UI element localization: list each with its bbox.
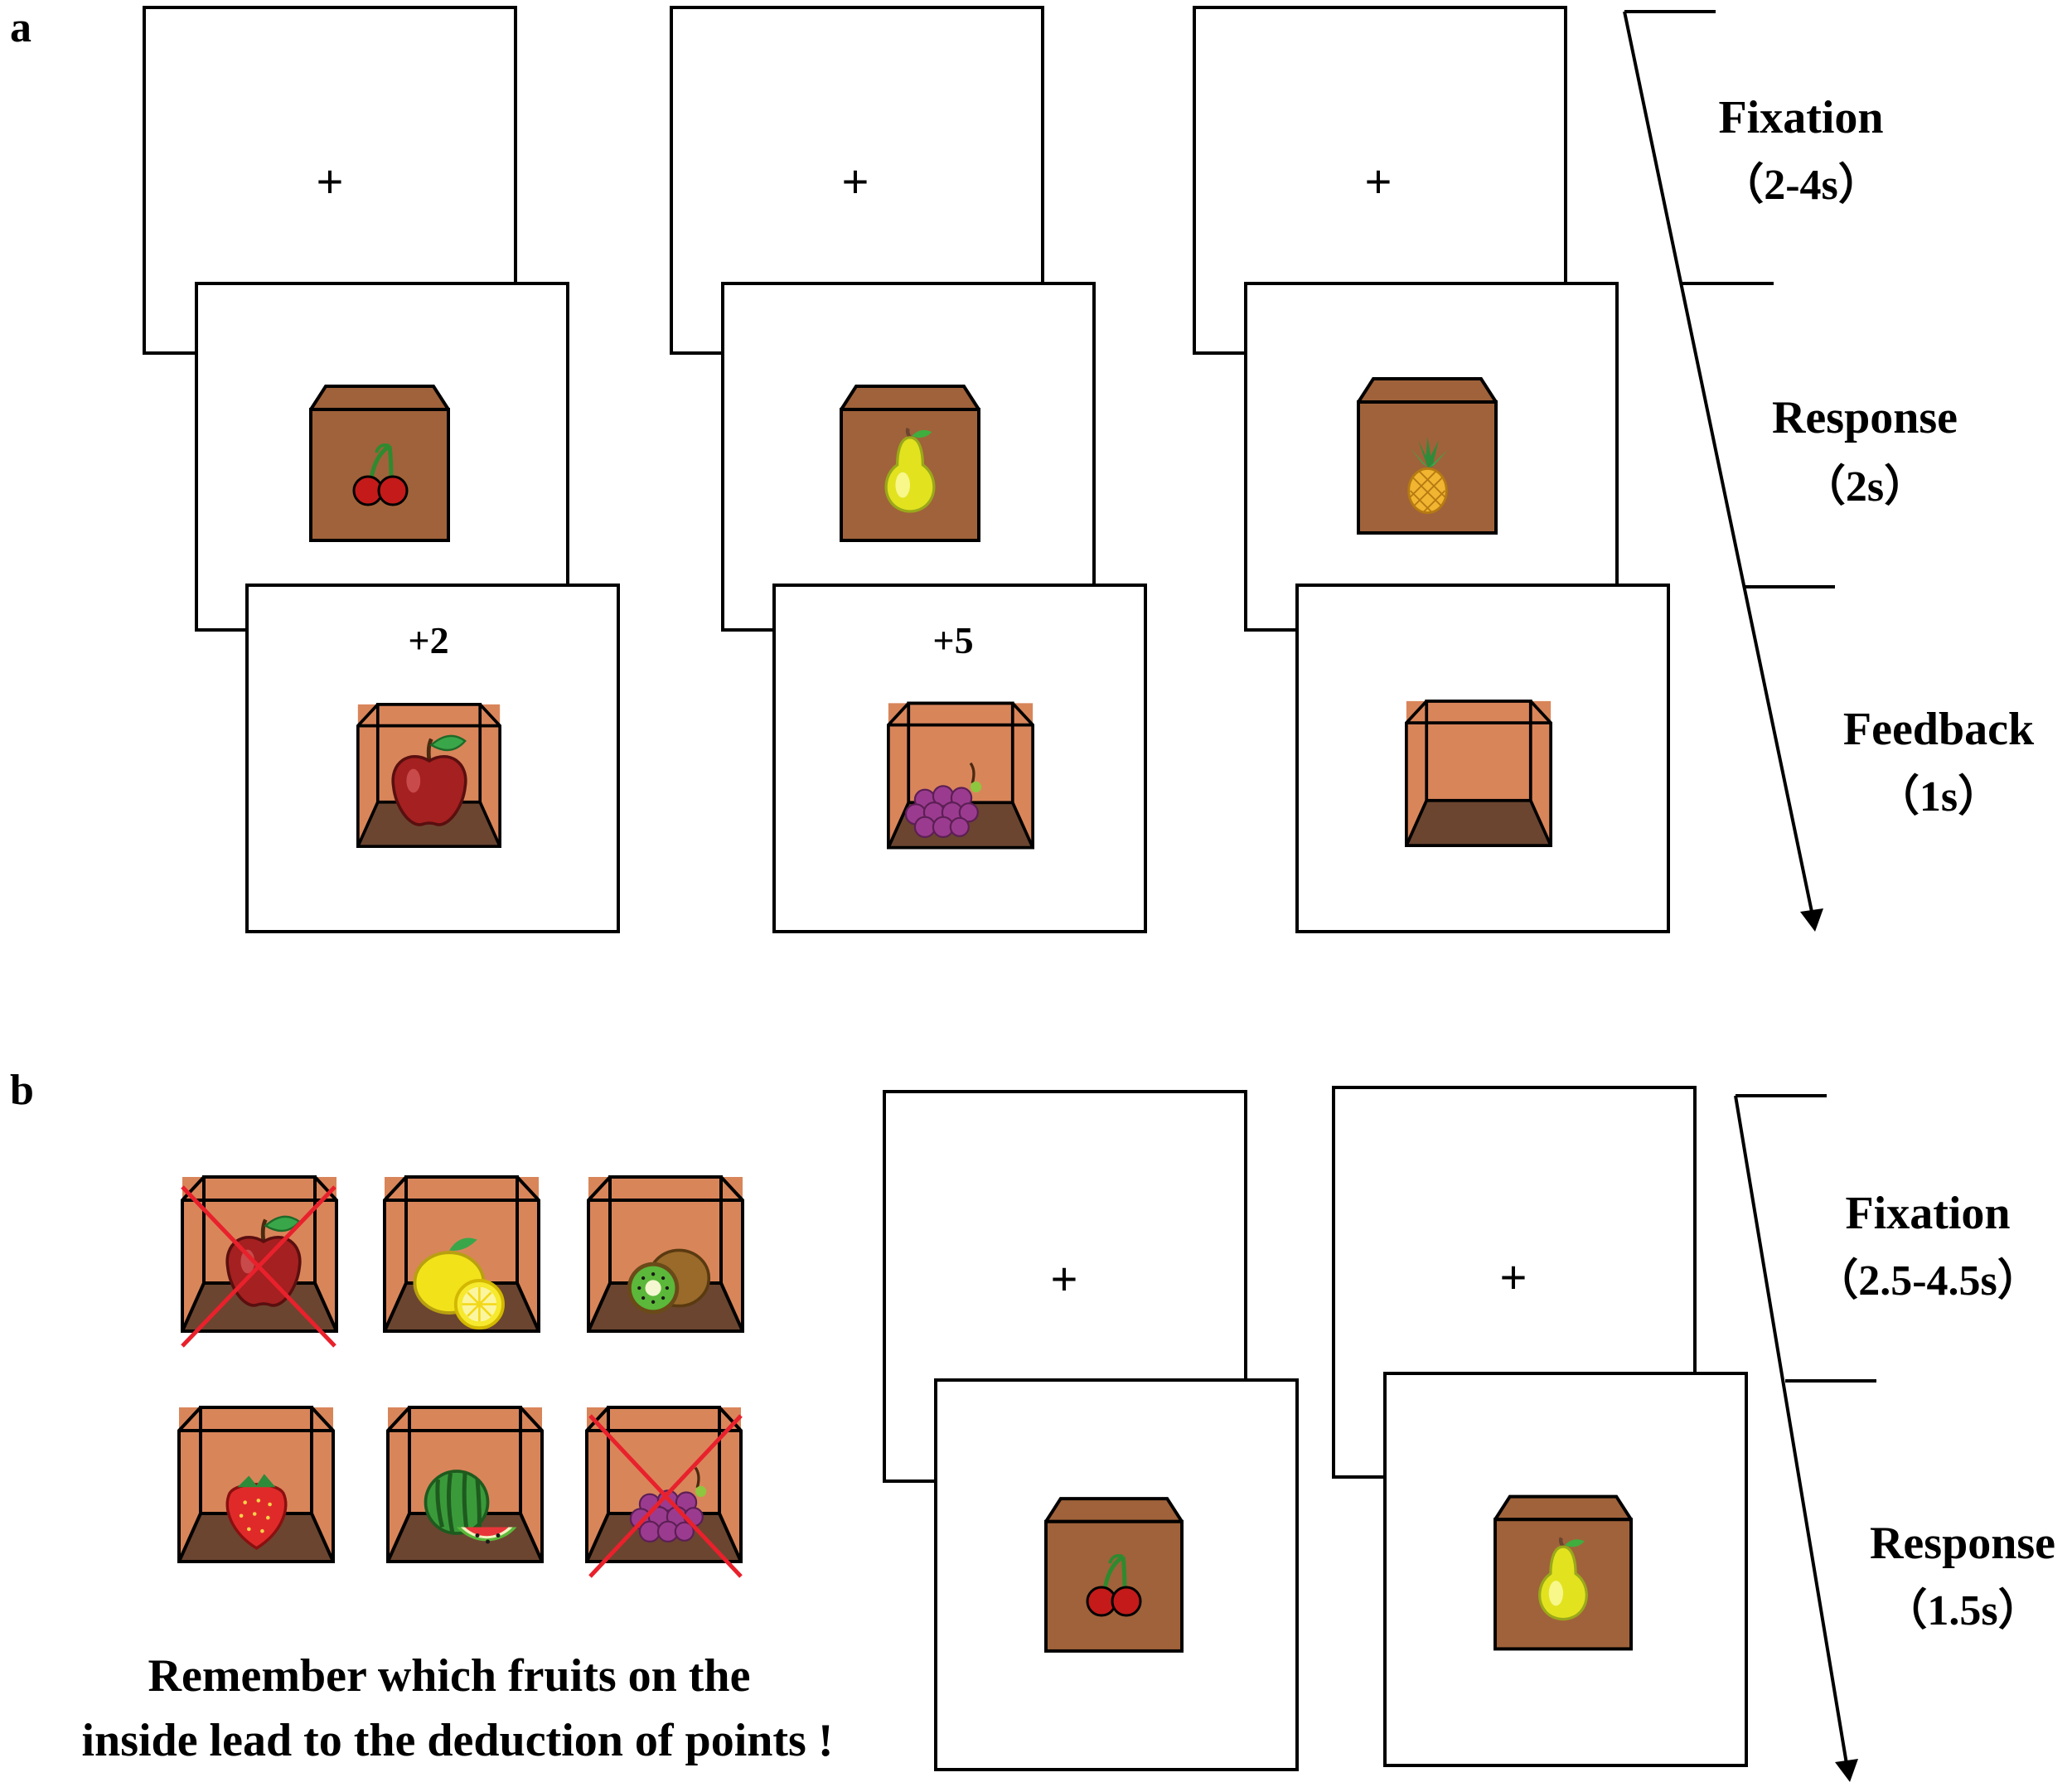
closed-box (309, 385, 450, 542)
phase-name: Response (1870, 1518, 2055, 1569)
phase-duration: （2-4s） (1721, 161, 1881, 209)
panel-a-timeline (1623, 10, 1835, 932)
grid-item-lemon (385, 1177, 539, 1331)
phase-duration: （1s） (1876, 772, 2001, 821)
phase-duration: （2s） (1803, 462, 1927, 511)
grid-item-watermelon (388, 1407, 542, 1562)
fixation-cross: + (1365, 155, 1392, 207)
timeline-arrow (1734, 1095, 1848, 1765)
arrow-head-icon (1835, 1759, 1858, 1782)
phase-name: Fixation (1718, 92, 1883, 143)
fixation-cross: + (1051, 1252, 1078, 1305)
fixation-cross: + (1500, 1251, 1527, 1303)
phase-name: Response (1772, 392, 1958, 443)
phase-name: Feedback (1843, 704, 2035, 755)
fixation-cross: + (317, 155, 344, 207)
grid-item-strawberry (179, 1407, 333, 1562)
grid-item-apple (181, 1177, 336, 1348)
instruction-line-2: inside lead to the deduction of points ! (82, 1715, 834, 1766)
phase-duration: （1.5s） (1884, 1586, 2041, 1634)
feedback-score: +5 (932, 619, 973, 661)
arrow-head-icon (1800, 908, 1823, 932)
panel-b-label: b (10, 1067, 34, 1114)
grid-item-grapes (587, 1407, 743, 1578)
cross-mark-icon (588, 1414, 743, 1578)
timeline-arrow (1623, 11, 1813, 913)
instruction-line-1: Remember which fruits on the (148, 1650, 751, 1702)
panel-b-trial-2: + (1332, 1086, 1748, 1767)
panel-a-trial-2: + +5 (670, 6, 1147, 933)
fixation-cross: + (842, 155, 869, 207)
closed-box (1044, 1497, 1184, 1653)
phase-name: Fixation (1845, 1188, 2010, 1239)
cross-mark-icon (181, 1185, 336, 1348)
panel-a-trial-3: + (1193, 6, 1670, 933)
fruit-grid (179, 1177, 743, 1578)
phase-duration: （2.5-4.5s） (1815, 1257, 2041, 1305)
panel-a-label: a (10, 4, 31, 51)
panel-a-trial-1: + +2 (143, 6, 620, 933)
grid-item-kiwi (588, 1177, 743, 1331)
feedback-score: +2 (408, 619, 448, 661)
panel-b-timeline (1734, 1094, 1876, 1782)
open-box-empty (1405, 699, 1552, 848)
panel-b-trial-1: + (883, 1090, 1299, 1771)
